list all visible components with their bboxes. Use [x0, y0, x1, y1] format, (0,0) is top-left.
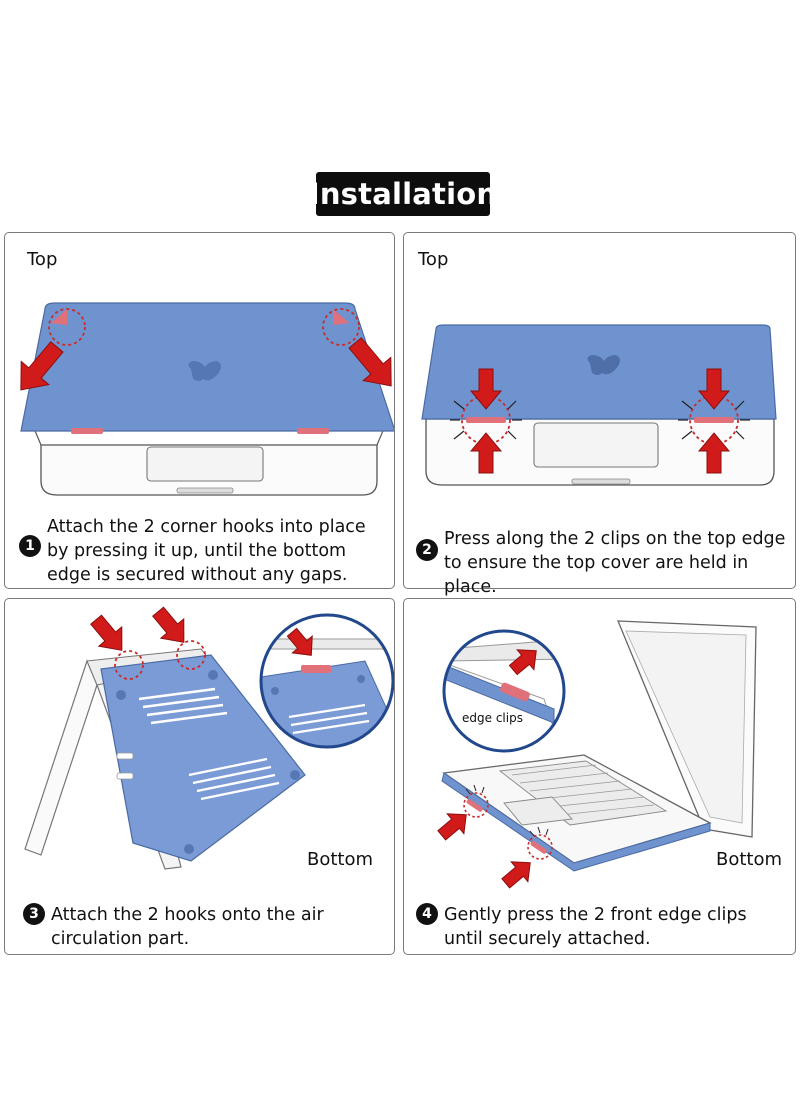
step-instruction: 4 Gently press the 2 front edge clips un… [416, 903, 788, 951]
step-number-badge: 3 [23, 903, 45, 925]
orientation-label: Top [27, 249, 58, 270]
step-number-badge: 2 [416, 539, 438, 561]
step-text: Gently press the 2 front edge clips unti… [444, 905, 747, 949]
step-instruction: 3 Attach the 2 hooks onto the air circul… [23, 903, 383, 951]
step-text: Attach the 2 corner hooks into place by … [47, 517, 366, 585]
orientation-label: Bottom [716, 849, 783, 870]
step-panel-2: Top 2 Press along the 2 clips on the top… [403, 232, 796, 597]
bottom-hook-closeup-inset [259, 613, 394, 749]
laptop-lid-top-clips-illustration [421, 324, 777, 486]
step-number-badge: 4 [416, 903, 438, 925]
laptop-bottom-hooks-illustration [24, 606, 394, 870]
laptop-front-edge-clips-illustration [437, 620, 757, 889]
laptop-lid-corner-hooks-illustration [20, 302, 394, 496]
step-text: Press along the 2 clips on the top edge … [444, 529, 786, 597]
orientation-label: Bottom [307, 849, 374, 870]
step-panel-3: Bottom [4, 598, 395, 955]
step-panel-1: Top 1 Attach the 2 corner hooks into pla… [4, 232, 395, 589]
step-instruction: 2 Press along the 2 clips on the top edg… [416, 527, 788, 599]
step-text: Attach the 2 hooks onto the air circulat… [51, 905, 324, 949]
page-title: Installation [309, 172, 497, 216]
step-instruction: 1 Attach the 2 corner hooks into place b… [19, 515, 389, 587]
edge-clips-label: edge clips [462, 711, 523, 725]
step-panel-4: Bottom [403, 598, 796, 955]
step-number-badge: 1 [19, 535, 41, 557]
orientation-label: Top [418, 249, 449, 270]
